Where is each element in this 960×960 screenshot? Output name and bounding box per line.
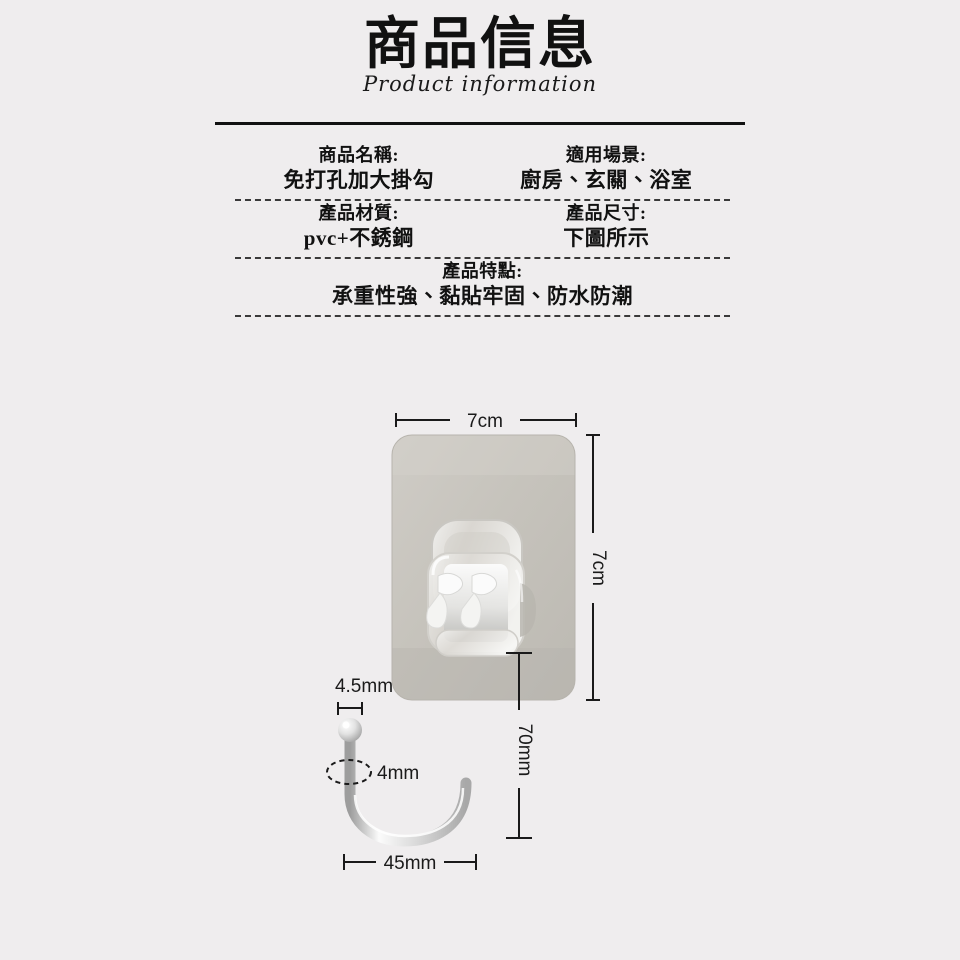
dimension-width-top: 7cm bbox=[395, 411, 577, 432]
dimension-label-height-right: 7cm bbox=[588, 550, 609, 586]
page-title: 商品信息 bbox=[364, 14, 596, 76]
dimension-rod-diameter: 4mm bbox=[326, 759, 419, 785]
info-label: 產品尺寸: bbox=[566, 203, 647, 223]
dimension-label-hook-width: 45mm bbox=[384, 853, 437, 874]
info-cell-size: 產品尺寸: 下圖所示 bbox=[483, 201, 731, 252]
hook-ball-tip bbox=[338, 718, 362, 742]
info-value: 免打孔加大掛勾 bbox=[283, 168, 434, 192]
dimension-hook-depth: 70mm bbox=[506, 652, 535, 839]
info-row: 商品名稱: 免打孔加大掛勾 適用場景: 廚房、玄關、浴室 bbox=[235, 143, 730, 201]
page-subtitle: Product information bbox=[362, 72, 598, 96]
dimension-label-hook-depth: 70mm bbox=[514, 724, 535, 777]
info-cell-features: 產品特點: 承重性強、黏貼牢固、防水防潮 bbox=[235, 259, 730, 310]
page-header: 商品信息 Product information bbox=[0, 14, 960, 96]
dimension-ball-width: 4.5mm bbox=[335, 676, 393, 715]
info-cell-material: 產品材質: pvc+不銹鋼 bbox=[235, 201, 483, 252]
info-value: 承重性強、黏貼牢固、防水防潮 bbox=[332, 284, 633, 308]
product-dimension-diagram: 7cm 7cm bbox=[0, 398, 960, 898]
clip-prong-right bbox=[471, 572, 498, 596]
info-value: 下圖所示 bbox=[563, 226, 650, 250]
dimension-label-rod-diameter: 4mm bbox=[377, 763, 419, 784]
info-row: 產品材質: pvc+不銹鋼 產品尺寸: 下圖所示 bbox=[235, 201, 730, 259]
dimension-label-ball-width: 4.5mm bbox=[335, 676, 393, 697]
info-row-divider bbox=[235, 315, 730, 317]
info-value: 廚房、玄關、浴室 bbox=[520, 168, 693, 192]
info-row-divider bbox=[235, 257, 730, 259]
header-divider bbox=[215, 122, 745, 125]
info-label: 商品名稱: bbox=[318, 145, 399, 165]
info-cell-usage-scene: 適用場景: 廚房、玄關、浴室 bbox=[483, 143, 731, 194]
info-label: 適用場景: bbox=[566, 145, 647, 165]
clip-prong-left bbox=[437, 572, 464, 596]
info-label: 產品特點: bbox=[442, 261, 523, 281]
info-row-divider bbox=[235, 199, 730, 201]
info-value: pvc+不銹鋼 bbox=[303, 226, 414, 250]
dimension-hook-width: 45mm bbox=[343, 853, 477, 874]
dimension-height-right: 7cm bbox=[586, 434, 609, 701]
dimension-label-width-top: 7cm bbox=[467, 411, 503, 432]
info-row: 產品特點: 承重性強、黏貼牢固、防水防潮 bbox=[235, 259, 730, 317]
info-cell-product-name: 商品名稱: 免打孔加大掛勾 bbox=[235, 143, 483, 194]
hook-plastic-mount bbox=[426, 519, 536, 657]
product-info-table: 商品名稱: 免打孔加大掛勾 適用場景: 廚房、玄關、浴室 產品材質: pvc+不… bbox=[235, 143, 730, 317]
info-label: 產品材質: bbox=[318, 203, 399, 223]
